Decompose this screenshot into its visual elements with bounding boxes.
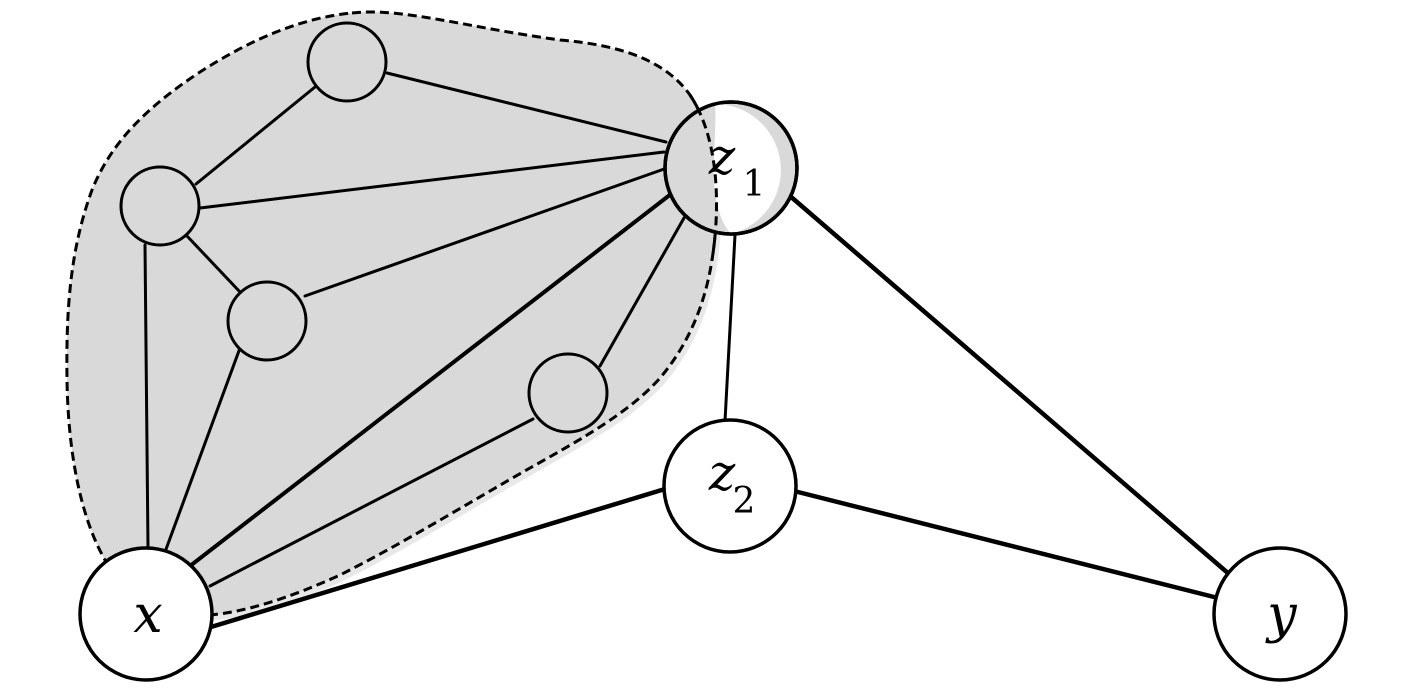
edge-b-c bbox=[185, 234, 242, 294]
node-d[interactable] bbox=[527, 352, 609, 434]
edges bbox=[143, 71, 1239, 630]
edge-b-z1 bbox=[198, 150, 666, 210]
node-b[interactable] bbox=[119, 165, 201, 247]
edge-d-z1 bbox=[598, 216, 686, 368]
label-z1-subscript: 1 bbox=[743, 164, 766, 205]
edge-x-d bbox=[208, 417, 535, 588]
region-boundary-over-z1 bbox=[688, 94, 719, 261]
edge-z2-y bbox=[791, 488, 1221, 601]
node-y[interactable] bbox=[1212, 546, 1348, 682]
edge-z1-z2 bbox=[723, 233, 737, 423]
edge-x-z2 bbox=[208, 486, 668, 630]
edge-b-x bbox=[143, 243, 150, 550]
edge-a-b bbox=[194, 85, 317, 186]
label-y: y bbox=[1265, 585, 1297, 645]
node-z1-outside-fill bbox=[713, 104, 781, 234]
shaded-region bbox=[65, 10, 722, 621]
edge-c-x bbox=[163, 346, 242, 554]
inner-nodes bbox=[119, 21, 609, 434]
node-c[interactable] bbox=[226, 280, 308, 362]
node-a[interactable] bbox=[306, 21, 388, 103]
label-z2: z bbox=[708, 444, 736, 502]
node-z2[interactable] bbox=[662, 418, 798, 554]
edge-z1-y bbox=[787, 193, 1239, 583]
label-z2-subscript: 2 bbox=[733, 481, 756, 522]
node-z1-outline bbox=[663, 100, 799, 236]
edge-x-z1 bbox=[188, 192, 673, 568]
edge-a-z1 bbox=[385, 71, 668, 144]
edge-c-z1 bbox=[303, 166, 669, 298]
label-x: x bbox=[133, 585, 162, 645]
shaded-region-fill bbox=[65, 10, 719, 617]
node-labels: z 1 z 2 x y bbox=[133, 128, 1297, 645]
labeled-nodes bbox=[78, 94, 1348, 682]
node-x[interactable] bbox=[78, 546, 214, 682]
label-z1: z bbox=[708, 128, 736, 186]
